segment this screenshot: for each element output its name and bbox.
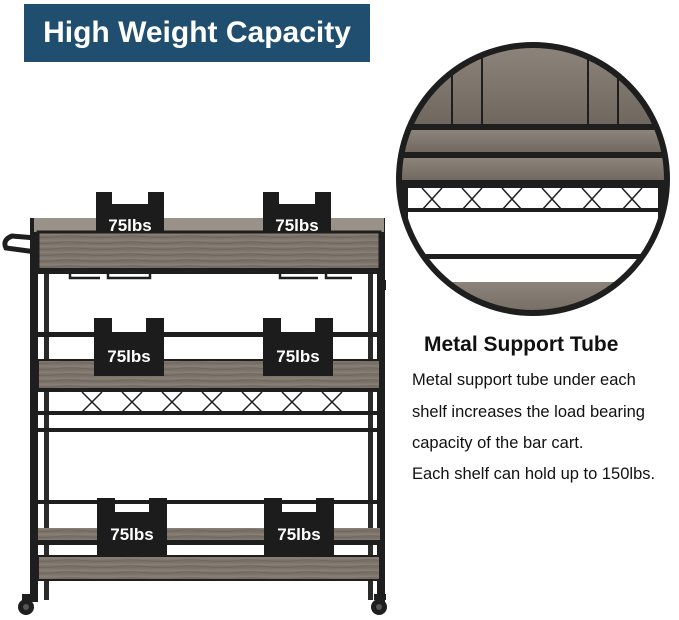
feature-line: Each shelf can hold up to 150lbs. (412, 465, 656, 483)
title-banner: High Weight Capacity (24, 4, 370, 62)
weight-label: 75lbs (277, 525, 320, 544)
left-back-post (44, 270, 49, 600)
feature-line: Metal support tube under each (412, 371, 636, 389)
top-tray-rim (34, 218, 384, 232)
side-hook (382, 280, 386, 290)
weight-bottom-left: 75lbs (97, 498, 167, 556)
feature-line: capacity of the bar cart. (412, 434, 584, 452)
cart-handle (2, 233, 37, 255)
feature-title: Metal Support Tube (424, 333, 619, 356)
top-shelf-front (36, 230, 382, 272)
weight-bottom-right: 75lbs (264, 498, 334, 556)
glass-hangers (68, 274, 352, 280)
detail-support-tube (399, 180, 667, 188)
weight-label: 75lbs (108, 216, 151, 235)
weight-label: 75lbs (107, 347, 150, 366)
lower-rail (38, 428, 380, 432)
weight-top-left: 75lbs (96, 192, 164, 235)
bar-cart-illustration: 75lbs 75lbs 75lbs 75lbs 75lbs 75lbs (2, 192, 387, 615)
middle-shelf-support-bar (38, 388, 380, 392)
detail-shelf (399, 130, 667, 154)
support-tube-detail (396, 42, 670, 316)
banner-title: High Weight Capacity (43, 16, 351, 49)
top-shelf-bar (38, 268, 380, 274)
left-front-post (30, 218, 38, 602)
detail-wine-rack (421, 187, 643, 211)
caster-wheels (18, 594, 387, 615)
middle-shelf-back-rail (38, 332, 380, 337)
weight-middle-right: 75lbs (263, 318, 333, 376)
feature-line: shelf increases the load bearing (412, 403, 645, 421)
bottom-shelf-front (37, 555, 381, 581)
weight-middle-left: 75lbs (94, 318, 164, 376)
weight-label: 75lbs (275, 216, 318, 235)
bottom-shelf-bar (38, 540, 380, 545)
right-front-post (377, 218, 385, 602)
right-back-post (368, 270, 373, 600)
weight-label: 75lbs (110, 525, 153, 544)
weight-top-right: 75lbs (263, 192, 331, 235)
detail-circle-border (396, 42, 670, 316)
wine-rack-bar (38, 411, 380, 415)
bottom-shelf-back-rail (38, 500, 380, 504)
weight-label: 75lbs (276, 347, 319, 366)
middle-wine-rack (81, 391, 343, 413)
